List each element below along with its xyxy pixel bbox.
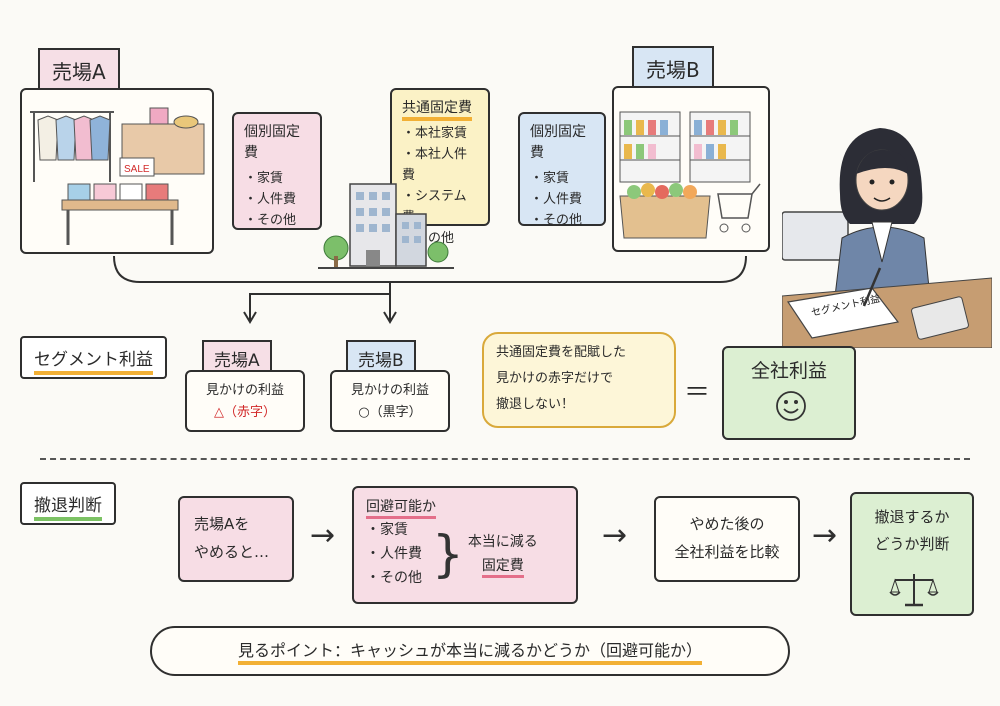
section-divider (40, 458, 970, 460)
step3-line: やめた後の (689, 515, 765, 533)
bracket-connector (113, 255, 747, 324)
clothing-store-icon: SALE (30, 107, 205, 245)
warning-line: 見かけの赤字だけで (496, 371, 614, 386)
key-point-banner: 見るポイント：キャッシュが本当に減るかどうか（回避可能か） (150, 626, 790, 676)
warning-line: 撤退しない！ (496, 397, 575, 412)
avoidable-side2: 固定費 (468, 554, 538, 578)
total-profit-box: 全社利益 (722, 346, 856, 440)
avoidable-title: 回避可能か (366, 496, 564, 519)
fixed-cost-b-item: ・その他 (530, 213, 583, 228)
decision-label: 撤退判断 (20, 482, 116, 525)
fixed-cost-a-title: 個別固定費 (244, 124, 300, 161)
store-a-illustration: SALE (20, 88, 214, 254)
step4-line: 撤退するか (874, 508, 950, 526)
step3-line: 全社利益を比較 (674, 543, 780, 561)
fixed-cost-b-item: ・家賃 (530, 171, 570, 186)
segment-label: セグメント利益 (20, 336, 167, 379)
smiley-icon (776, 391, 806, 421)
step-stop-store-a: 売場Aを やめると… (178, 496, 294, 582)
flow-arrow: → (602, 518, 628, 553)
sale-sign: SALE (124, 164, 150, 175)
segment-b-box: 見かけの利益 ○（黒字） (330, 370, 450, 432)
scale-icon (889, 574, 939, 607)
equals-sign: ＝ (684, 378, 711, 408)
fixed-cost-a-item: ・家賃 (244, 171, 284, 186)
common-cost-note: 共通固定費 ・本社家賃 ・本社人件費 ・システム費 ・その他 (390, 88, 490, 246)
curly-brace: } (432, 525, 464, 583)
store-a-title: 売場A (38, 48, 120, 93)
step-avoidable-check: 回避可能か ・家賃 ・人件費 ・その他 } 本当に減る 固定費 (352, 486, 578, 604)
total-profit-title: 全社利益 (750, 360, 827, 382)
segment-a-line1: 見かけの利益 (205, 383, 284, 398)
fixed-cost-b-note: 個別固定費 ・家賃 ・人件費 ・その他 (518, 112, 606, 228)
flow-arrow: → (310, 518, 336, 553)
headquarters-building-icon (318, 183, 454, 269)
avoidable-item: ・家賃 (366, 522, 408, 538)
step4-line: どうか判断 (874, 535, 950, 553)
warning-bubble: 共通固定費を配賦した 見かけの赤字だけで 撤退しない！ (482, 332, 676, 428)
common-cost-item: ・本社家賃 (402, 126, 468, 141)
segment-a-result: △（赤字） (214, 405, 276, 420)
segment-a-box: 見かけの利益 △（赤字） (185, 370, 305, 432)
store-b-illustration (612, 86, 770, 252)
step-compare-profit: やめた後の 全社利益を比較 (654, 496, 800, 582)
avoidable-item: ・人件費 (366, 546, 422, 562)
flow-arrow: → (812, 518, 838, 553)
office-worker-icon: セグメント利益 (782, 128, 992, 348)
fixed-cost-b-title: 個別固定費 (530, 124, 586, 161)
step1-line: 売場Aを (194, 515, 250, 533)
avoidable-side1: 本当に減る (467, 534, 538, 550)
warning-line: 共通固定費を配賦した (496, 345, 627, 360)
grocery-store-icon (619, 111, 761, 239)
step-decide: 撤退するか どうか判断 (850, 492, 974, 616)
segment-b-line1: 見かけの利益 (350, 383, 429, 398)
step1-line: やめると… (194, 543, 270, 561)
segment-b-result: ○（黒字） (358, 405, 422, 420)
fixed-cost-a-item: ・その他 (244, 213, 297, 228)
avoidable-item: ・その他 (366, 570, 422, 586)
common-cost-title: 共通固定費 (402, 98, 478, 121)
fixed-cost-a-note: 個別固定費 ・家賃 ・人件費 ・その他 (232, 112, 322, 230)
store-b-title: 売場B (632, 46, 714, 91)
fixed-cost-b-item: ・人件費 (530, 192, 583, 207)
fixed-cost-a-item: ・人件費 (244, 192, 297, 207)
common-cost-item: ・本社人件費 (402, 147, 468, 183)
